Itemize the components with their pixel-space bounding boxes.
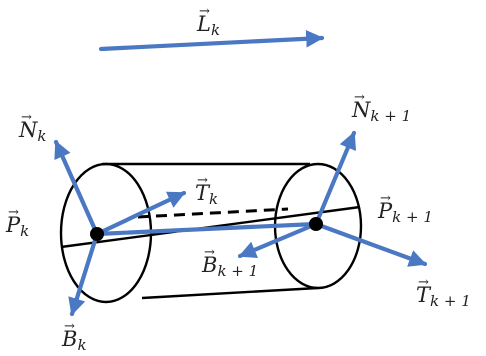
normal-vector-nk [53, 139, 100, 237]
svg-text:Nk + 1: Nk + 1 [351, 98, 411, 125]
tangent-vector-tk1 [313, 221, 428, 267]
svg-text:→: → [204, 245, 215, 260]
vectors [53, 29, 428, 317]
label-l: → Lk [196, 4, 220, 39]
svg-text:Tk: Tk [195, 181, 218, 208]
label-pk1: → Pk + 1 [377, 191, 433, 226]
label-nk: → Nk [18, 110, 46, 145]
svg-text:→: → [197, 173, 208, 188]
svg-text:→: → [380, 191, 391, 206]
cylinder-bottom-edge [141, 286, 319, 300]
label-tk: → Tk [195, 173, 218, 208]
svg-text:→: → [8, 205, 19, 220]
svg-text:Nk: Nk [18, 118, 46, 145]
point-pk [90, 227, 104, 241]
label-bk: → Bk [61, 319, 87, 354]
svg-text:Bk: Bk [61, 327, 87, 354]
svg-text:Pk: Pk [5, 213, 29, 240]
svg-text:Bk + 1: Bk + 1 [201, 253, 258, 280]
hidden-axis-dashed [137, 207, 289, 219]
direction-vector-l [98, 29, 325, 52]
axis-connector [94, 221, 319, 237]
label-nk1: → Nk + 1 [351, 90, 411, 125]
svg-text:→: → [199, 4, 210, 19]
svg-text:Pk + 1: Pk + 1 [377, 199, 433, 226]
label-pk: → Pk [5, 205, 29, 240]
svg-text:→: → [64, 319, 75, 334]
svg-text:Lk: Lk [196, 12, 220, 39]
tangent-vector-tk [94, 190, 187, 237]
label-tk1: → Tk + 1 [416, 275, 471, 310]
normal-vector-nk1 [313, 130, 357, 227]
label-bk1: → Bk + 1 [201, 245, 258, 280]
svg-text:Tk + 1: Tk + 1 [416, 283, 471, 310]
binormal-vector-bk [68, 231, 100, 317]
svg-text:→: → [354, 90, 365, 105]
svg-text:→: → [418, 275, 429, 290]
point-pk1 [309, 217, 323, 231]
binormal-vector-bk1 [237, 221, 319, 259]
svg-text:→: → [21, 110, 32, 125]
